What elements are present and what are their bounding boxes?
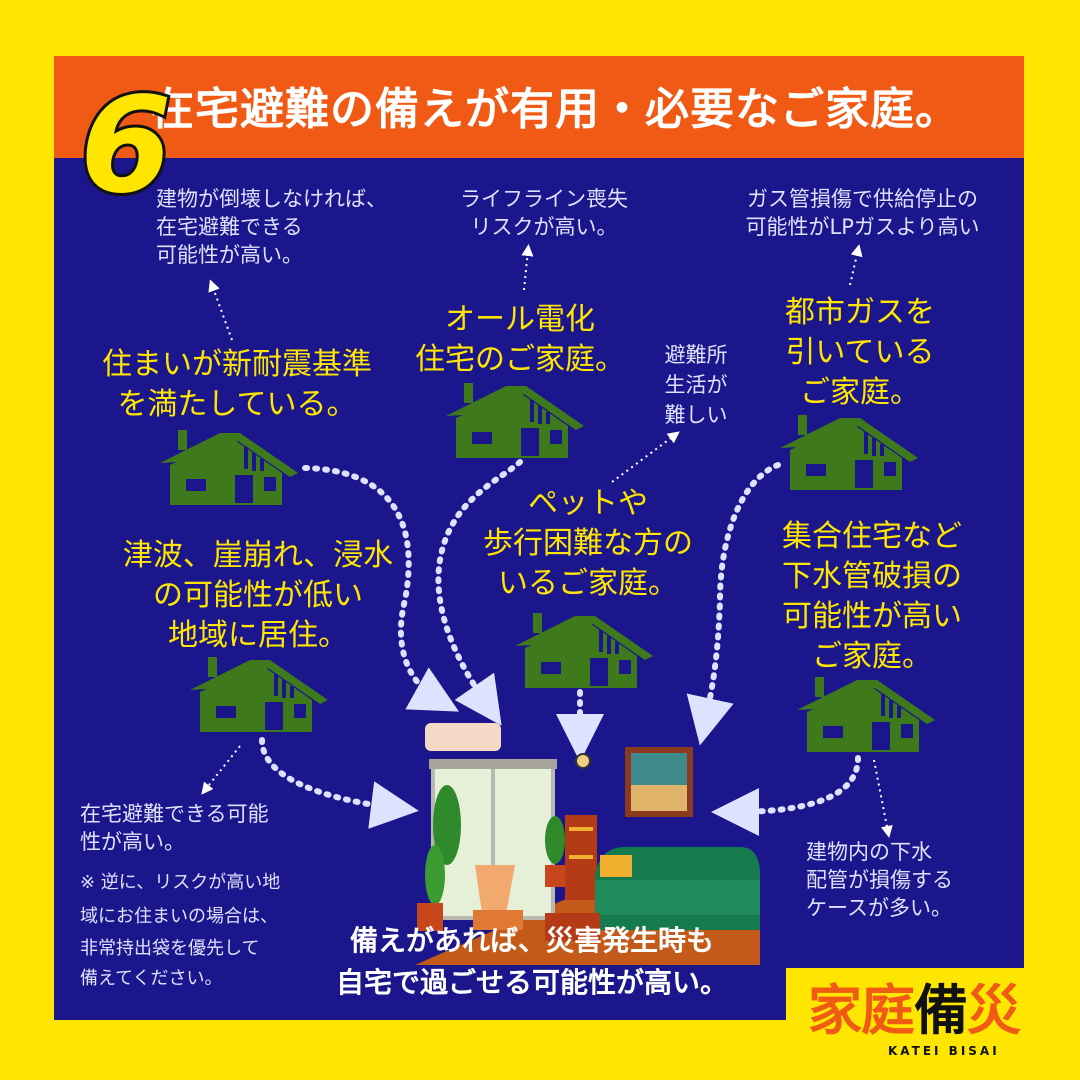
note-all-electric-line2: リスクが高い。 xyxy=(470,215,618,239)
note-all-electric-line1: ライフライン喪失 xyxy=(460,187,628,211)
label-pet-line1: ペットや xyxy=(528,486,648,521)
label-pet: ペットや 歩行困難な方の いるご家庭。 xyxy=(470,484,706,604)
note-tsunami-line1: 在宅避難できる可能 xyxy=(80,802,269,826)
house-icon-pet xyxy=(515,613,653,688)
label-all-electric: オール電化 住宅のご家庭。 xyxy=(405,300,635,380)
note-apartment: 建物内の下水 配管が損傷する ケースが多い。 xyxy=(806,838,953,922)
label-earthquake-line2: を満たしている。 xyxy=(117,387,357,422)
note-tsunami-line4: 域にお住まいの場合は、 xyxy=(80,906,278,927)
note-earthquake-line3: 可能性が高い。 xyxy=(156,243,303,267)
label-city-gas-line2: 引いている xyxy=(785,335,935,370)
note-earthquake-line2: 在宅避難できる xyxy=(156,215,303,239)
label-tsunami-line3: 地域に居住。 xyxy=(168,618,348,653)
logo-romaji: KATEI BISAI xyxy=(888,1044,1000,1058)
note-tsunami-line3: ※ 逆に、リスクが高い地 xyxy=(80,872,281,893)
label-city-gas: 都市ガスを 引いている ご家庭。 xyxy=(760,293,960,413)
brand-logo: 家庭備災 xyxy=(808,979,1021,1042)
label-pet-line2: 歩行困難な方の xyxy=(483,526,693,561)
note-pet: 避難所 生活が 難しい xyxy=(656,340,736,430)
summary-line1: 備えがあれば、災害発生時も xyxy=(350,924,715,957)
page-title: 在宅避難の備えが有用・必要なご家庭。 xyxy=(150,84,960,135)
label-pet-line3: いるご家庭。 xyxy=(498,566,678,601)
logo-part3: 災 xyxy=(967,979,1021,1042)
note-tsunami: 在宅避難できる可能 性が高い。 ※ 逆に、リスクが高い地 域にお住まいの場合は、… xyxy=(80,800,280,994)
note-earthquake: 建物が倒壊しなければ、 在宅避難できる 可能性が高い。 xyxy=(156,185,387,269)
logo-part2: 備 xyxy=(914,979,968,1042)
house-icon-apartment xyxy=(797,677,935,752)
logo-part1: 家庭 xyxy=(808,979,915,1042)
note-apartment-line1: 建物内の下水 xyxy=(806,840,932,864)
note-tsunami-line6: 備えてください。 xyxy=(80,968,223,989)
note-city-gas-line1: ガス管損傷で供給停止の xyxy=(747,187,978,211)
label-apartment-line4: ご家庭。 xyxy=(812,639,932,674)
note-pet-line1: 避難所 xyxy=(664,343,728,367)
label-tsunami-line1: 津波、崖崩れ、浸水 xyxy=(122,538,394,573)
house-icon-all-electric xyxy=(446,383,584,458)
note-earthquake-line1: 建物が倒壊しなければ、 xyxy=(156,187,387,211)
note-apartment-line2: 配管が損傷する xyxy=(806,868,953,892)
house-icon-city-gas xyxy=(780,415,918,490)
label-apartment: 集合住宅など 下水管破損の 可能性が高い ご家庭。 xyxy=(762,517,982,677)
note-tsunami-line5: 非常持出袋を優先して xyxy=(80,938,260,959)
label-earthquake-line1: 住まいが新耐震基準 xyxy=(102,347,372,382)
label-all-electric-line2: 住宅のご家庭。 xyxy=(415,342,625,377)
label-apartment-line3: 可能性が高い xyxy=(782,599,962,634)
note-city-gas-line2: 可能性がLPガスより高い xyxy=(745,215,980,239)
house-icon-tsunami xyxy=(190,657,328,732)
summary-message: 備えがあれば、災害発生時も 自宅で過ごせる可能性が高い。 xyxy=(336,920,728,1004)
label-city-gas-line3: ご家庭。 xyxy=(800,375,920,410)
label-apartment-line2: 下水管破損の xyxy=(782,559,962,594)
note-pet-line3: 難しい xyxy=(664,403,728,427)
label-city-gas-line1: 都市ガスを xyxy=(785,295,935,330)
note-pet-line2: 生活が xyxy=(664,373,728,397)
label-earthquake: 住まいが新耐震基準 を満たしている。 xyxy=(82,345,392,425)
label-tsunami: 津波、崖崩れ、浸水 の可能性が低い 地域に居住。 xyxy=(118,536,398,656)
note-tsunami-line2: 性が高い。 xyxy=(80,830,185,854)
label-all-electric-line1: オール電化 xyxy=(445,302,595,337)
note-city-gas: ガス管損傷で供給停止の 可能性がLPガスより高い xyxy=(725,185,1000,241)
title-bar xyxy=(54,56,1024,158)
note-apartment-line3: ケースが多い。 xyxy=(806,896,952,920)
label-apartment-line1: 集合住宅など xyxy=(782,519,962,554)
label-tsunami-line2: の可能性が低い xyxy=(153,578,363,613)
logo-area xyxy=(786,968,1080,1080)
house-icon-earthquake xyxy=(160,430,298,505)
living-room-illustration xyxy=(415,723,760,965)
section-number: 6 xyxy=(77,69,175,223)
note-all-electric: ライフライン喪失 リスクが高い。 xyxy=(444,185,644,241)
summary-line2: 自宅で過ごせる可能性が高い。 xyxy=(336,966,729,999)
